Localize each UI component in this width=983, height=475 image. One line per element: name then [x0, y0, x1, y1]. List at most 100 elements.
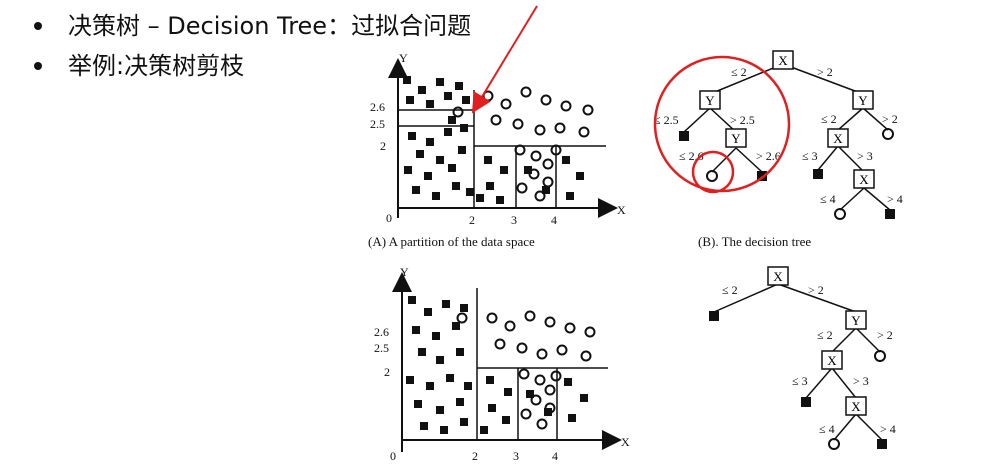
circle-point: [518, 368, 530, 380]
square-point: [496, 196, 504, 204]
edge-label-gt2: > 2: [817, 65, 833, 79]
data-points-bottom: [406, 296, 596, 434]
bullet-item-1: 决策树 – Decision Tree：过拟合问题: [34, 6, 471, 46]
edge-label-le2: ≤ 2: [731, 65, 747, 79]
tree-split-node-label: X: [827, 353, 837, 368]
square-point: [757, 171, 767, 181]
y-tick-26-bottom: 2.6: [374, 325, 389, 339]
square-point: [679, 131, 689, 141]
square-point: [562, 156, 570, 164]
x-axis-label: X: [617, 203, 626, 217]
x-tick-3: 3: [511, 213, 517, 227]
square-point: [440, 426, 448, 434]
y-tick-25: 2.5: [370, 117, 385, 131]
partition-labels-bottom: Y X 0 2 3 4 2.6 2.5 2: [374, 265, 630, 463]
x-tick-3-bottom: 3: [513, 449, 519, 463]
red-highlight-circle-small: [691, 150, 735, 194]
circle-point: [584, 326, 596, 338]
x-tick-2-bottom: 2: [472, 449, 478, 463]
square-point: [564, 378, 572, 386]
square-point: [484, 156, 492, 164]
square-point: [406, 376, 414, 384]
x-tick-2: 2: [469, 213, 475, 227]
square-point: [542, 186, 550, 194]
circle-point: [556, 344, 568, 356]
square-point: [466, 188, 474, 196]
square-point: [442, 300, 450, 308]
square-point: [576, 172, 584, 180]
square-point: [524, 166, 532, 174]
square-point: [502, 416, 510, 424]
circle-point: [456, 312, 468, 324]
tree-split-node: [821, 350, 843, 370]
circle-point: [530, 394, 542, 406]
edge-label-gt26: > 2.6: [756, 149, 781, 163]
tree-top-labels: ≤ 2 > 2 ≤ 2.5 > 2.5 ≤ 2.6 > 2.6 ≤ 2 > 2 …: [654, 65, 903, 249]
square-point: [416, 150, 424, 158]
circle-point: [486, 312, 498, 324]
square-point: [458, 146, 466, 154]
square-point: [500, 166, 508, 174]
tree-split-node-label: Y: [851, 313, 861, 328]
circle-point: [560, 100, 572, 112]
square-point: [456, 398, 464, 406]
circle-point: [544, 402, 556, 414]
circle-point: [534, 124, 546, 136]
square-point: [424, 308, 432, 316]
circle-point: [554, 122, 566, 134]
edge-label-le3-bottom: ≤ 3: [792, 374, 808, 388]
edge-label-gt4: > 4: [887, 192, 903, 206]
square-point: [486, 182, 494, 190]
circle-point: [580, 350, 592, 362]
caption-b: (B). The decision tree: [698, 234, 811, 249]
circle-point: [550, 144, 562, 156]
data-points-top: [403, 76, 594, 204]
circle-point: [542, 176, 554, 188]
edge-label-le4: ≤ 4: [820, 192, 836, 206]
origin-label-bottom: 0: [390, 449, 396, 463]
square-point: [460, 418, 468, 426]
edge-label-le25: ≤ 2.5: [654, 113, 679, 127]
circle-point: [882, 128, 894, 140]
square-point: [426, 382, 434, 390]
edge-label-gt3: > 3: [857, 149, 873, 163]
square-point: [412, 326, 420, 334]
square-point: [526, 390, 534, 398]
edge-label-gt3-bottom: > 3: [853, 374, 869, 388]
square-point: [436, 156, 444, 164]
circle-point: [530, 150, 542, 162]
circle-point: [582, 104, 594, 116]
tree-top-edges: [683, 63, 891, 211]
bullet-item-2: 举例:决策树剪枝: [34, 46, 471, 86]
tree-split-node-label: X: [833, 131, 843, 146]
square-point: [432, 192, 440, 200]
circle-point: [516, 182, 528, 194]
circle-point: [534, 190, 546, 202]
y-tick-26: 2.6: [370, 100, 385, 114]
y-tick-2: 2: [380, 139, 386, 153]
square-point: [709, 311, 719, 321]
y-tick-2-bottom: 2: [384, 365, 390, 379]
square-point: [460, 124, 468, 132]
edge-label-gt4-bottom: > 4: [880, 422, 896, 436]
edge-label-le2-b: ≤ 2: [821, 112, 837, 126]
square-point: [403, 76, 411, 84]
square-point: [580, 394, 588, 402]
square-point: [488, 404, 496, 412]
square-point: [420, 422, 428, 430]
tree-split-node: [853, 169, 875, 189]
bullet-list: 决策树 – Decision Tree：过拟合问题 举例:决策树剪枝: [34, 6, 471, 86]
square-point: [456, 348, 464, 356]
edge-label-gt2-bottom: > 2: [808, 283, 824, 297]
square-point: [885, 209, 895, 219]
y-axis-label: Y: [399, 51, 408, 65]
square-point: [406, 96, 414, 104]
square-point: [568, 414, 576, 422]
square-point: [462, 96, 470, 104]
square-point: [813, 169, 823, 179]
circle-point: [494, 338, 506, 350]
square-point: [424, 172, 432, 180]
tree-split-node-label: Y: [731, 131, 741, 146]
